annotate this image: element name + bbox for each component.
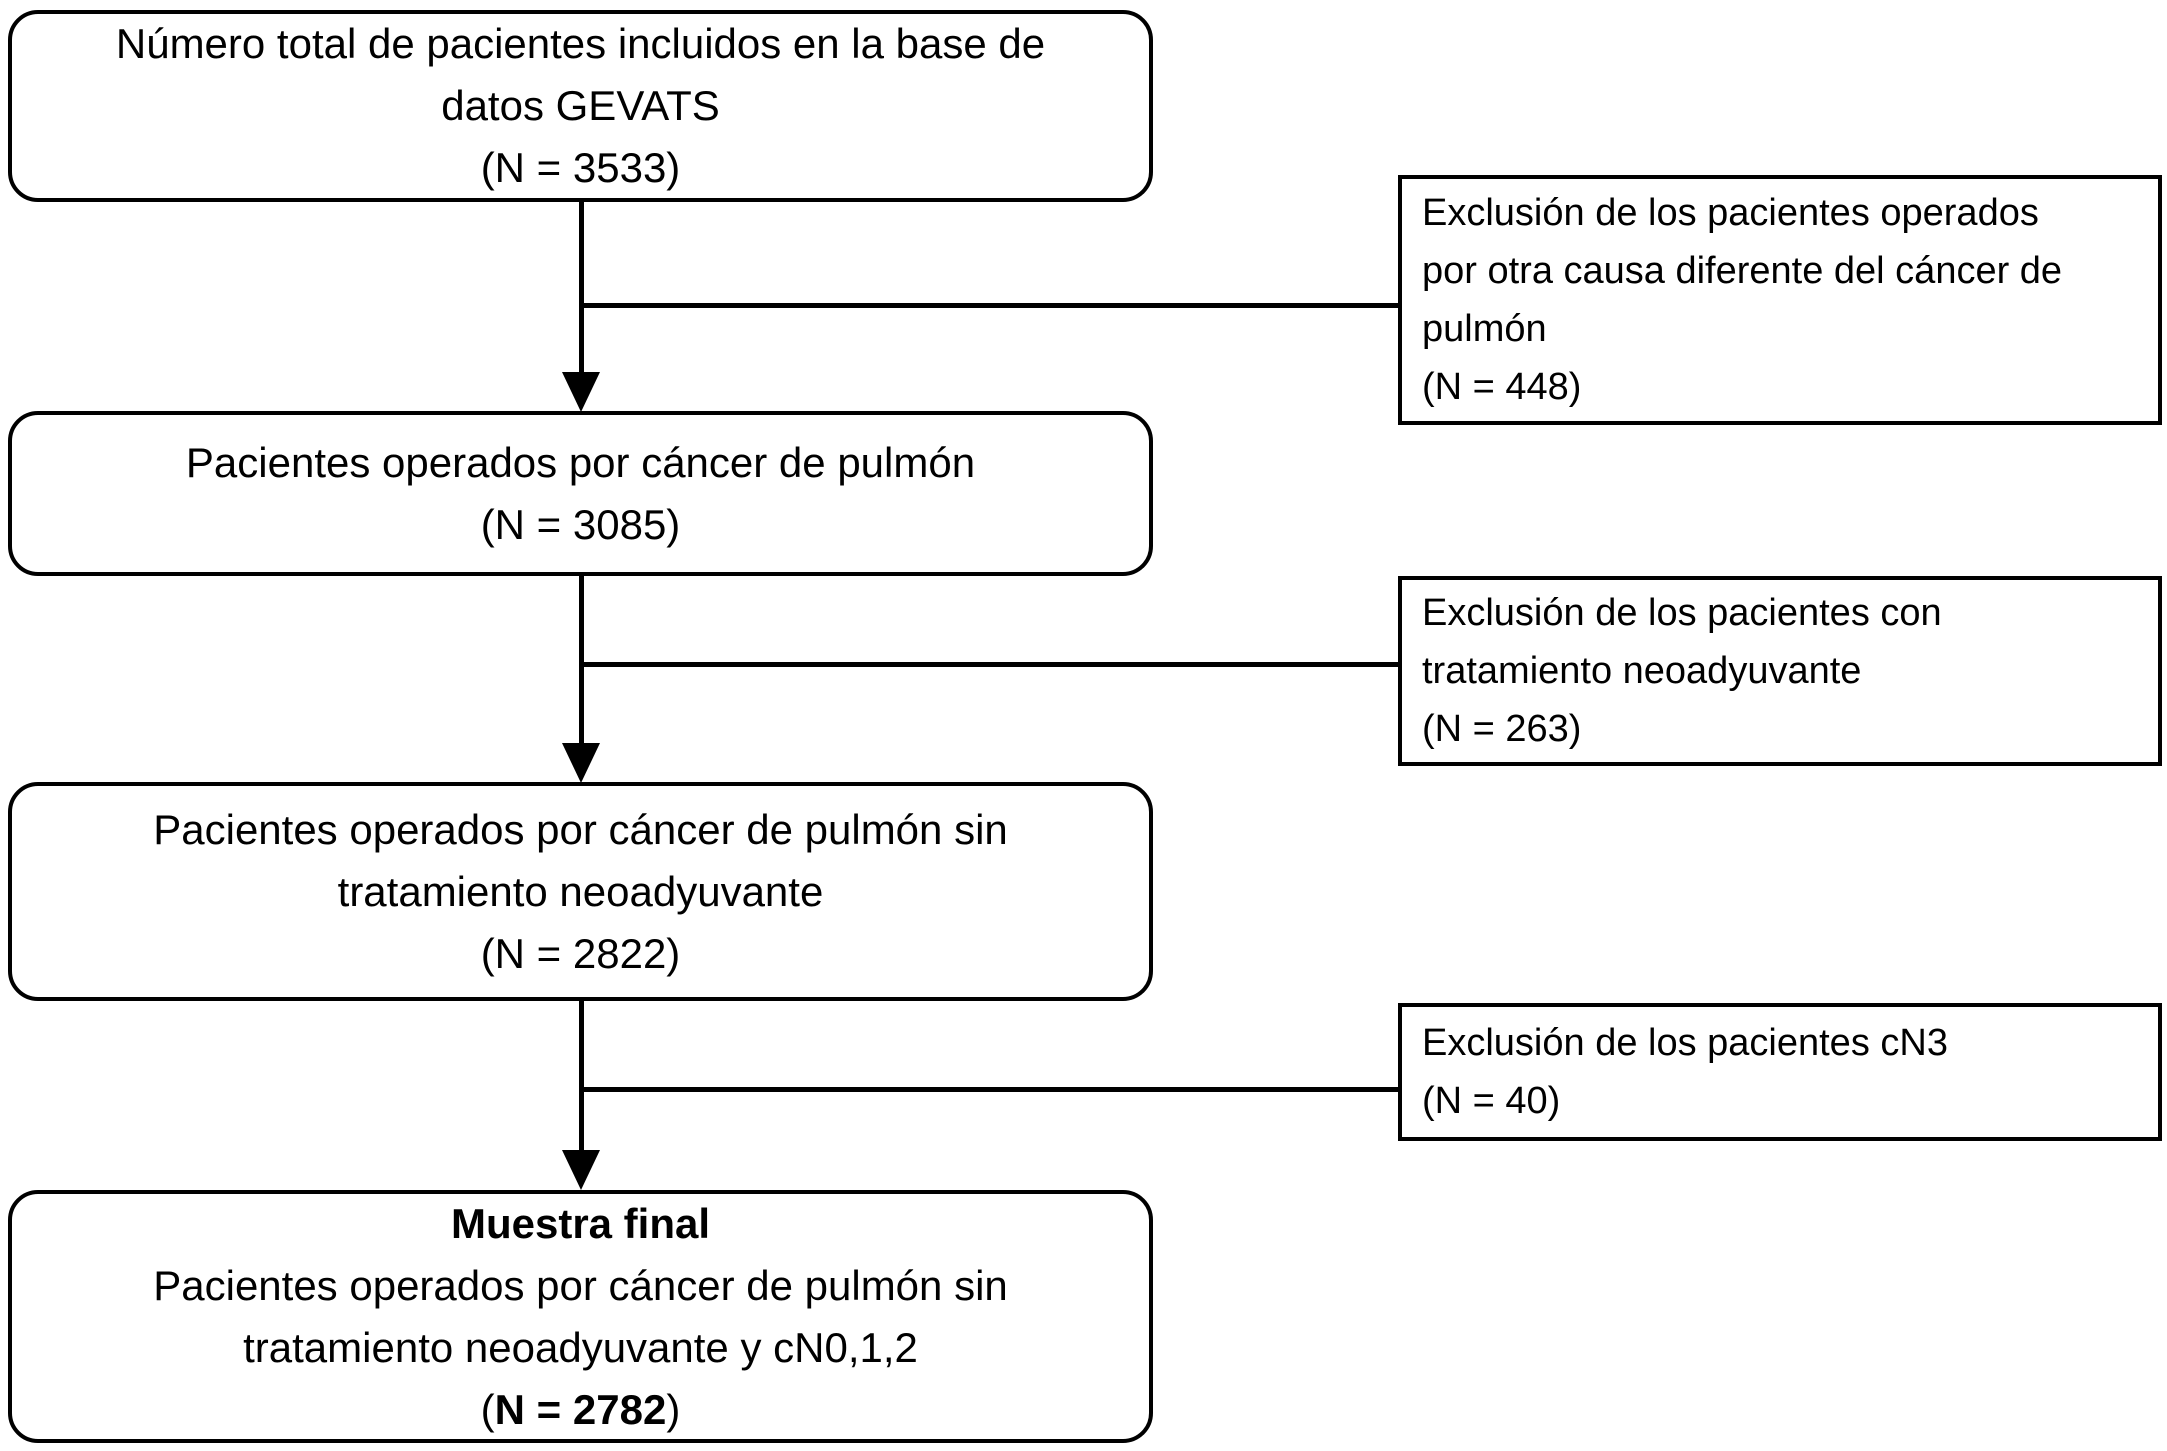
connector-branch-1	[579, 303, 1398, 308]
box-n-value: (N = 448)	[1422, 366, 1582, 408]
n-paren-open: (	[480, 1385, 495, 1433]
flow-box-no-neoadjuvant: Pacientes operados por cáncer de pulmón …	[8, 782, 1153, 1001]
box-text-line: Pacientes operados por cáncer de pulmón	[185, 438, 976, 486]
box-text-line: tratamiento neoadyuvante	[337, 867, 824, 915]
exclusion-box-neoadjuvant: Exclusión de los pacientes con tratamien…	[1398, 576, 2162, 766]
flow-box-final-sample: Muestra final Pacientes operados por cán…	[8, 1190, 1153, 1443]
connector-vertical-1	[579, 198, 584, 375]
box-text-line: datos GEVATS	[441, 82, 720, 129]
box-text-line: Exclusión de los pacientes cN3	[1422, 1022, 1948, 1064]
arrow-down-icon	[562, 1150, 600, 1190]
box-n-value: (N = 40)	[1422, 1080, 1561, 1122]
box-n-value: (N = 2782)	[481, 1379, 681, 1441]
connector-branch-2	[579, 662, 1398, 667]
n-value-bold: N = 2782	[494, 1385, 667, 1433]
connector-vertical-3	[579, 999, 584, 1152]
n-paren-close: )	[666, 1385, 681, 1433]
flow-box-total-patients: Número total de pacientes incluidos en l…	[8, 10, 1153, 202]
arrow-down-icon	[562, 743, 600, 783]
box-n-value: (N = 263)	[1422, 708, 1582, 750]
exclusion-box-other-cause: Exclusión de los pacientes operados por …	[1398, 175, 2162, 425]
final-sample-title: Muestra final	[450, 1199, 711, 1247]
box-n-value: (N = 2822)	[480, 929, 681, 977]
connector-vertical-2	[579, 574, 584, 746]
box-n-value: (N = 3085)	[480, 500, 681, 548]
box-text-line: Pacientes operados por cáncer de pulmón …	[153, 805, 1008, 853]
box-text-line: Exclusión de los pacientes con	[1422, 592, 1942, 634]
connector-branch-3	[579, 1087, 1398, 1092]
box-n-value: (N = 3533)	[480, 144, 681, 191]
flow-box-lung-cancer-surgery: Pacientes operados por cáncer de pulmón …	[8, 411, 1153, 576]
box-text-line: Pacientes operados por cáncer de pulmón …	[153, 1261, 1008, 1309]
box-text-line: pulmón	[1422, 308, 1547, 350]
box-text-line: por otra causa diferente del cáncer de	[1422, 250, 2063, 292]
box-text-line: Exclusión de los pacientes operados	[1422, 192, 2039, 234]
box-text-line: tratamiento neoadyuvante	[1422, 650, 1862, 692]
arrow-down-icon	[562, 372, 600, 412]
box-text-line: tratamiento neoadyuvante y cN0,1,2	[243, 1323, 918, 1371]
exclusion-box-cn3: Exclusión de los pacientes cN3 (N = 40)	[1398, 1003, 2162, 1141]
box-text-line: Número total de pacientes incluidos en l…	[115, 20, 1046, 67]
